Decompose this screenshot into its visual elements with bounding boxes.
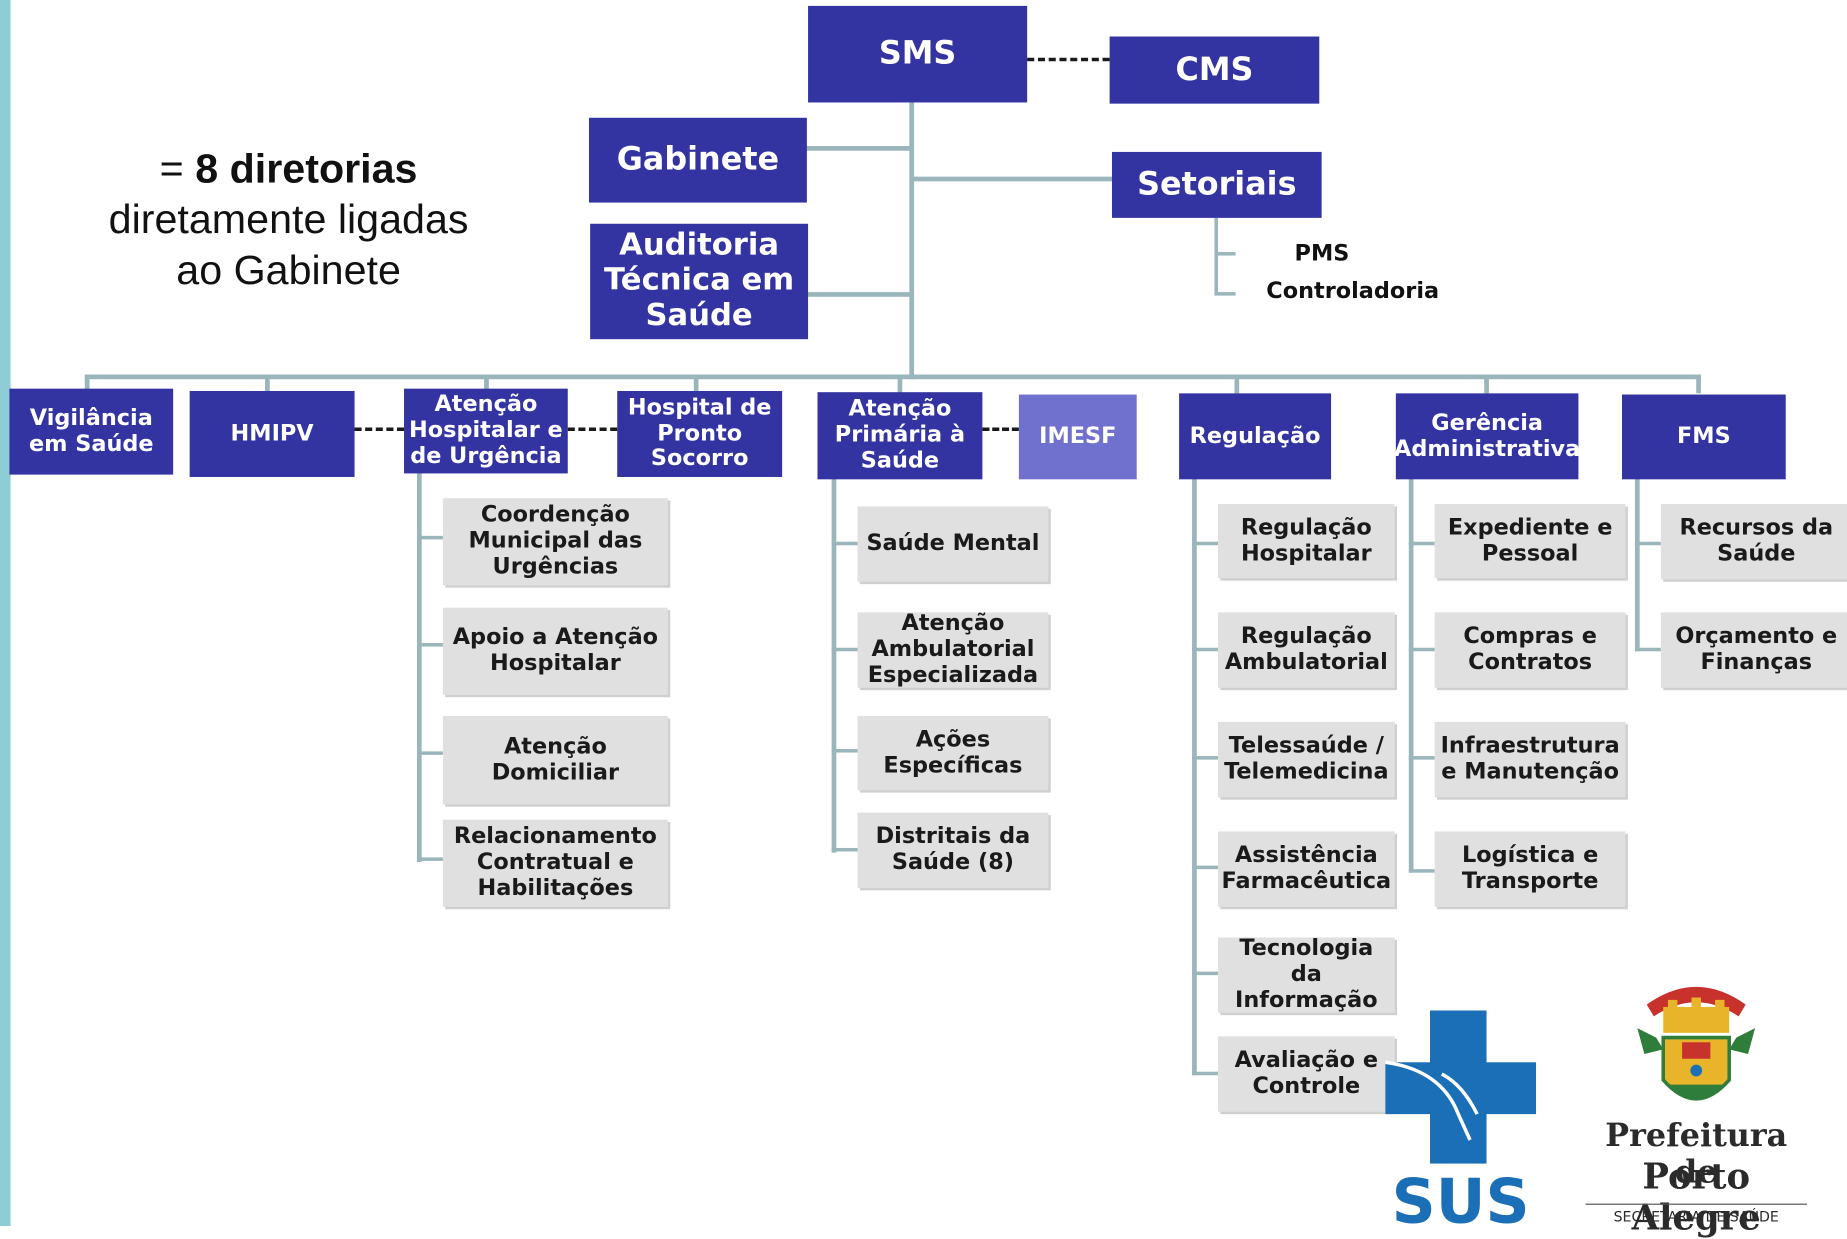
connector [1408, 869, 1435, 873]
prefeitura-line-3: SECRETARIA DE SAÚDE [1613, 1208, 1779, 1225]
connector [1214, 217, 1218, 295]
dashed-link-hmipv-hospitalar [354, 427, 405, 432]
directorates-note: = 8 diretorias diretamente ligadas ao Ga… [65, 144, 513, 296]
directorate-regulacao: Regulação [1179, 393, 1332, 480]
unit-logistica: Logística e Transporte [1434, 831, 1626, 907]
connector [1408, 756, 1435, 760]
setoriais-box: Setoriais [1111, 151, 1322, 218]
connector [84, 374, 90, 391]
connector [1192, 476, 1197, 1076]
connector [693, 374, 699, 394]
prefeitura-line-1: Prefeitura de [1605, 1117, 1788, 1191]
connector [805, 146, 912, 151]
connector [1408, 541, 1435, 546]
connector [911, 176, 1114, 182]
sus-text: SUS [1392, 1166, 1530, 1226]
connector [84, 374, 1701, 380]
unit-assistencia-farmaceutica: Assistência Farmacêutica [1217, 831, 1395, 907]
gabinete-box: Gabinete [588, 117, 807, 203]
connector [265, 374, 270, 394]
sus-cross-icon: SUS [1385, 1010, 1537, 1237]
unit-avaliacao-controle: Avaliação e Controle [1217, 1036, 1395, 1112]
prefeitura-divider [1585, 1203, 1807, 1205]
connector [1484, 374, 1489, 394]
unit-tecnologia-informacao: Tecnologia da Informação [1217, 935, 1395, 1013]
connector [805, 292, 912, 297]
directorate-gerencia: Gerência Administrativa [1394, 393, 1580, 480]
unit-orcamento-financas: Orçamento e Finanças [1660, 612, 1847, 688]
connector [416, 857, 443, 861]
setoriais-item-pms: PMS [1294, 240, 1350, 267]
connector [484, 374, 489, 391]
unit-apoio-atencao-hospitalar: Apoio a Atenção Hospitalar [442, 607, 668, 695]
left-accent-bar [0, 0, 11, 1226]
connector [831, 749, 858, 753]
connector [416, 751, 443, 755]
connector [1192, 541, 1218, 546]
prefeitura-logo: Prefeitura de Porto Alegre SECRETARIA DE… [1578, 972, 1814, 1239]
unit-acoes-especificas: Ações Específicas [857, 716, 1049, 791]
note-count: 8 diretorias [195, 146, 418, 192]
directorate-imesf: IMESF [1018, 394, 1137, 480]
sus-logo: SUS [1385, 1010, 1545, 1237]
note-prefix: = [159, 146, 196, 192]
note-line-2: diretamente ligadas [108, 196, 469, 243]
unit-regulacao-hospitalar: Regulação Hospitalar [1217, 504, 1395, 579]
connector [1408, 476, 1414, 873]
connector [1192, 647, 1218, 652]
auditoria-box: Auditoria Técnica em Saúde [590, 223, 809, 340]
connector [831, 476, 837, 853]
coat-of-arms-icon [1637, 986, 1756, 1101]
connector [416, 643, 443, 647]
unit-recursos-saude: Recursos da Saúde [1660, 504, 1847, 580]
unit-atencao-domiciliar: Atenção Domiciliar [442, 716, 668, 805]
connector [416, 535, 443, 540]
connector [831, 847, 858, 852]
unit-distritais: Distritais da Saúde (8) [857, 812, 1049, 888]
unit-compras-contratos: Compras e Contratos [1434, 612, 1626, 688]
connector [1192, 1071, 1218, 1076]
unit-saude-mental: Saúde Mental [857, 506, 1049, 582]
unit-coordencao-urgencias: Coordenção Municipal das Urgências [442, 498, 668, 586]
connector [831, 541, 858, 546]
note-line-3: ao Gabinete [176, 247, 401, 294]
dashed-link-primaria-imesf [982, 427, 1019, 432]
unit-expediente-pessoal: Expediente e Pessoal [1434, 504, 1626, 579]
connector [897, 374, 903, 394]
connector [1634, 541, 1661, 546]
connector [1634, 476, 1640, 652]
connector [1234, 374, 1240, 394]
dashed-link-sms-cms [1027, 57, 1110, 62]
connector [909, 101, 915, 380]
connector [1634, 647, 1661, 652]
connector [831, 647, 858, 652]
connector [1192, 756, 1218, 760]
directorate-hps: Hospital de Pronto Socorro [617, 390, 783, 477]
setoriais-item-controladoria: Controladoria [1266, 277, 1440, 304]
connector [1214, 292, 1236, 296]
directorate-vigilancia: Vigilância em Saúde [9, 388, 174, 475]
directorate-atencao-hospitalar: Atenção Hospitalar e de Urgência [404, 388, 568, 474]
sms-box: SMS [808, 5, 1028, 103]
prefeitura-line-2: Porto Alegre [1631, 1156, 1761, 1239]
unit-atencao-ambulatorial: Atenção Ambulatorial Especializada [857, 610, 1049, 688]
unit-relacionamento-contratual: Relacionamento Contratual e Habilitações [442, 819, 668, 907]
connector [1214, 252, 1236, 256]
connector [416, 473, 422, 863]
connector [1192, 971, 1218, 976]
dashed-link-hospitalar-hps [567, 427, 618, 432]
connector [1408, 647, 1435, 652]
directorate-hmipv: HMIPV [189, 390, 355, 477]
connector [1192, 865, 1218, 870]
cms-box: CMS [1109, 36, 1320, 104]
directorate-atencao-primaria: Atenção Primária à Saúde [817, 392, 983, 480]
directorate-fms: FMS [1622, 394, 1786, 480]
connector [1696, 374, 1701, 394]
unit-telessaude: Telessaúde / Telemedicina [1217, 721, 1395, 798]
unit-infraestrutura: Infraestrutura e Manutenção [1434, 721, 1626, 798]
unit-regulacao-ambulatorial: Regulação Ambulatorial [1217, 612, 1395, 688]
